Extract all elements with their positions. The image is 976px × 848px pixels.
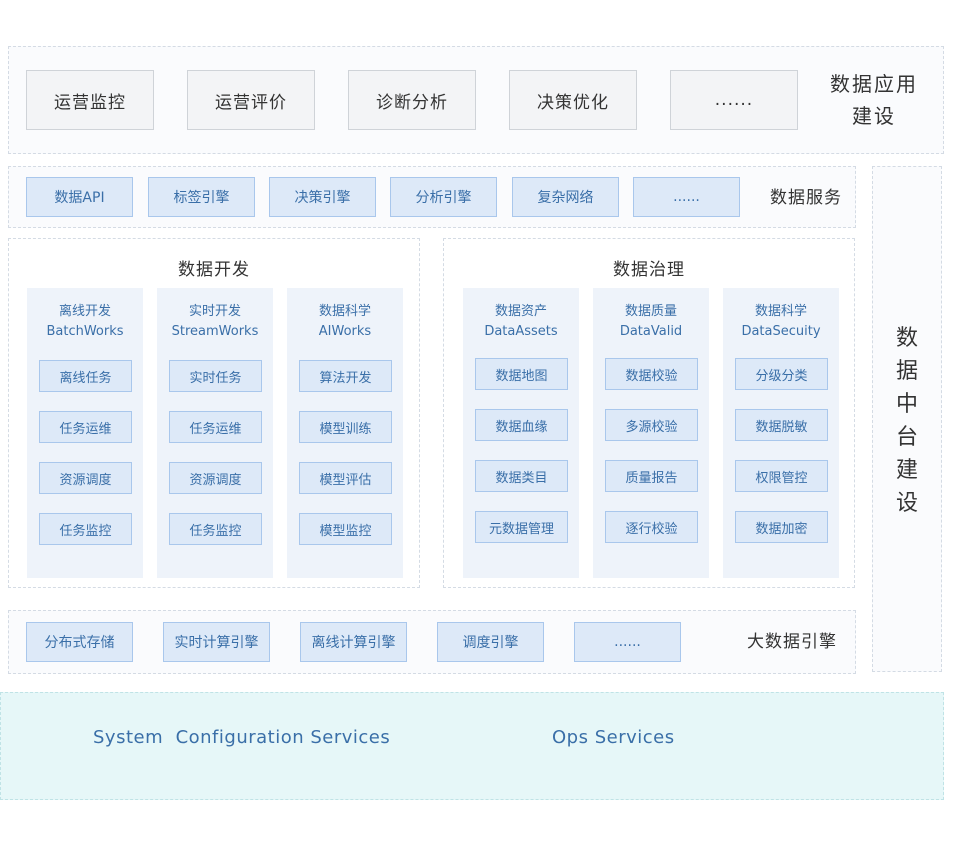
dev-column-ai: 数据科学 AIWorks 算法开发 模型训练 模型评估 模型监控 [287,288,403,578]
column-item: 算法开发 [299,360,392,392]
service-box-6: ...... [633,177,740,217]
app-box-1: 运营监控 [26,70,154,130]
gov-column-assets: 数据资产 DataAssets 数据地图 数据血缘 数据类目 元数据管理 [463,288,579,578]
service-layer-title: 数据服务 [770,188,842,208]
column-item: 任务监控 [169,513,262,545]
gov-column-valid: 数据质量 DataValid 数据校验 多源校验 质量报告 逐行校验 [593,288,709,578]
service-box-4: 分析引擎 [390,177,497,217]
app-box-2: 运营评价 [187,70,315,130]
column-head-en: AIWorks [318,324,372,339]
column-head-en: StreamWorks [171,324,259,339]
engine-box-5: ...... [574,622,681,662]
engine-box-2: 实时计算引擎 [163,622,270,662]
app-box-3: 诊断分析 [348,70,476,130]
engine-layer-title: 大数据引擎 [747,632,837,652]
dev-column-stream-head: 实时开发 StreamWorks [157,302,273,342]
column-head-en: DataValid [619,324,683,339]
column-head-cn: 数据科学 [754,304,807,319]
column-head-cn: 数据质量 [624,304,677,319]
gov-column-security-head: 数据科学 DataSecuity [723,302,839,342]
middle-platform-panel: 数 据 中 台 建 设 [872,166,942,672]
column-item: 实时任务 [169,360,262,392]
app-layer-title-line1: 数据应用 [830,72,918,96]
column-item: 逐行校验 [605,511,698,543]
column-item: 质量报告 [605,460,698,492]
ops-services-label: Ops Services [552,727,675,748]
service-box-3: 决策引擎 [269,177,376,217]
column-item: 模型监控 [299,513,392,545]
middle-platform-char: 设 [895,491,918,516]
column-item: 任务运维 [169,411,262,443]
service-box-1: 数据API [26,177,133,217]
middle-platform-char: 中 [895,392,918,417]
column-item: 任务监控 [39,513,132,545]
services-band: System Configuration Services Ops Servic… [0,692,944,800]
column-item: 多源校验 [605,409,698,441]
middle-platform-char: 建 [895,458,918,483]
gov-panel-title: 数据治理 [613,260,685,280]
column-head-en: BatchWorks [46,324,124,339]
column-item: 数据血缘 [475,409,568,441]
column-item: 元数据管理 [475,511,568,543]
engine-layer [8,610,856,674]
middle-platform-char: 数 [895,326,918,351]
column-head-cn: 离线开发 [58,304,111,319]
column-item: 任务运维 [39,411,132,443]
dev-column-stream: 实时开发 StreamWorks 实时任务 任务运维 资源调度 任务监控 [157,288,273,578]
column-item: 模型评估 [299,462,392,494]
column-head-cn: 数据科学 [318,304,371,319]
engine-box-3: 离线计算引擎 [300,622,407,662]
column-item: 权限管控 [735,460,828,492]
column-item: 资源调度 [169,462,262,494]
dev-panel-title: 数据开发 [178,260,250,280]
column-head-en: DataAssets [484,324,558,339]
dev-column-ai-head: 数据科学 AIWorks [287,302,403,342]
middle-platform-char: 台 [895,425,918,450]
engine-box-4: 调度引擎 [437,622,544,662]
column-item: 离线任务 [39,360,132,392]
column-item: 分级分类 [735,358,828,390]
column-item: 模型训练 [299,411,392,443]
engine-box-1: 分布式存储 [26,622,133,662]
gov-column-assets-head: 数据资产 DataAssets [463,302,579,342]
column-head-cn: 数据资产 [494,304,547,319]
column-item: 数据加密 [735,511,828,543]
app-box-5: ...... [670,70,798,130]
column-item: 数据类目 [475,460,568,492]
system-config-services-label: System Configuration Services [93,727,391,748]
column-item: 数据校验 [605,358,698,390]
gov-column-security: 数据科学 DataSecuity 分级分类 数据脱敏 权限管控 数据加密 [723,288,839,578]
column-item: 数据地图 [475,358,568,390]
middle-platform-char: 据 [895,359,918,384]
app-box-4: 决策优化 [509,70,637,130]
service-box-2: 标签引擎 [148,177,255,217]
service-box-5: 复杂网络 [512,177,619,217]
app-layer-title-line2: 建设 [852,104,896,128]
dev-column-batch-head: 离线开发 BatchWorks [27,302,143,342]
column-item: 数据脱敏 [735,409,828,441]
gov-column-valid-head: 数据质量 DataValid [593,302,709,342]
column-item: 资源调度 [39,462,132,494]
dev-column-batch: 离线开发 BatchWorks 离线任务 任务运维 资源调度 任务监控 [27,288,143,578]
column-head-en: DataSecuity [741,324,821,339]
column-head-cn: 实时开发 [188,304,241,319]
middle-platform-title: 数 据 中 台 建 设 [873,322,941,520]
app-layer-title: 数据应用 建设 [818,68,930,132]
